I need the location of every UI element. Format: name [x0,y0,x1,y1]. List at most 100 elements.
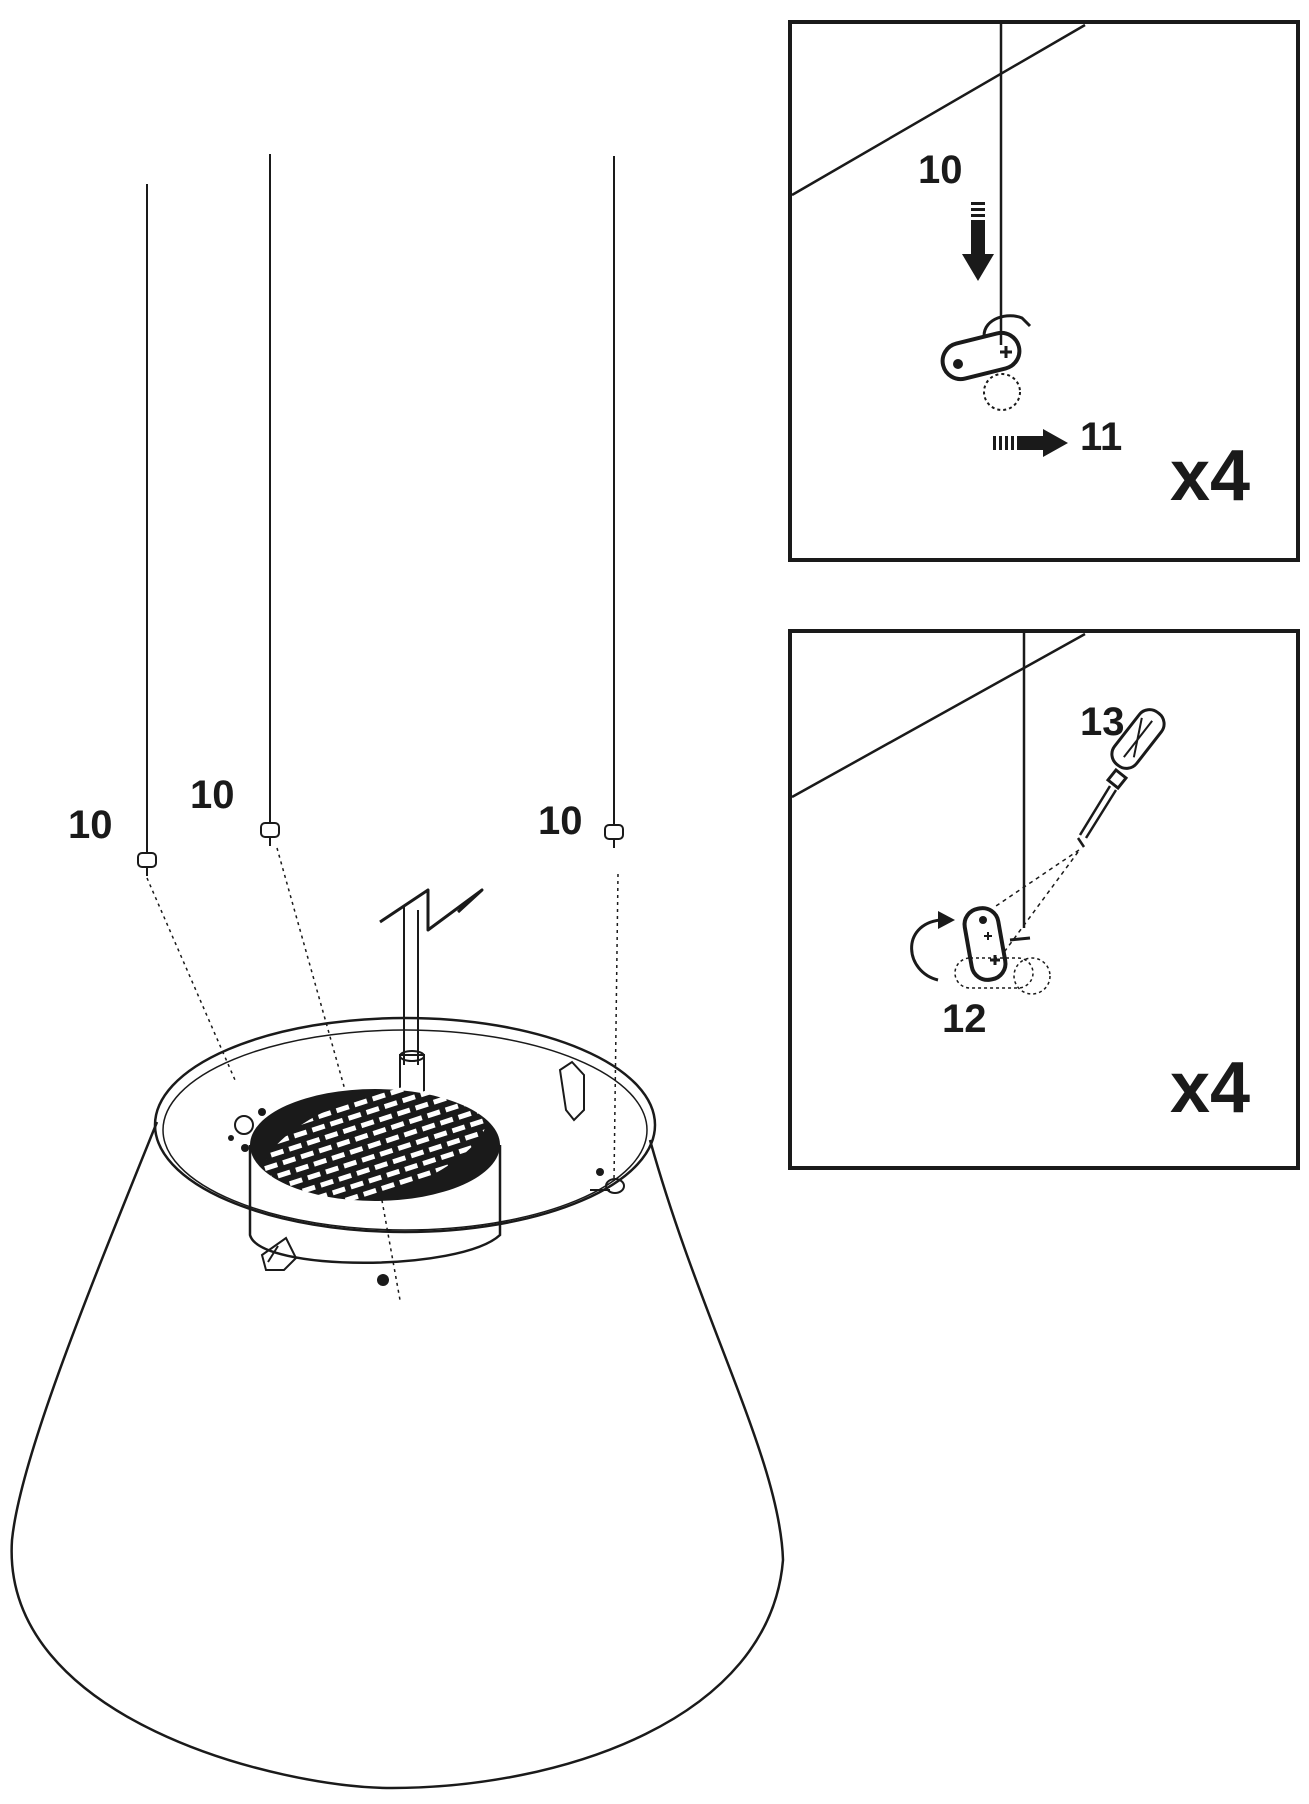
filter-slot [456,1076,471,1086]
filter-slot [317,1110,332,1119]
filter-slot [431,1061,446,1071]
screwdriver-icon [995,708,1166,956]
filter-slot [295,1198,310,1208]
filter-slot [432,1095,447,1105]
filter-slot [329,1117,344,1127]
filter-slot [383,1100,398,1110]
filter-slot [422,1157,437,1166]
filter-slot [514,1162,528,1171]
filter-slot [401,1094,416,1104]
bracket-part [940,314,1032,411]
filter-slot [444,1069,459,1078]
filter-slot [368,1174,383,1184]
filter-slot [297,1232,311,1241]
filter-slot [458,1145,473,1155]
main-figure: 10 10 10 [10,154,785,1790]
filter-slot [474,1036,488,1045]
filter-slot [450,1090,465,1099]
filter-slot [258,1175,273,1185]
filter-slot [374,1161,389,1170]
filter-slot [487,1078,502,1088]
filter-slot [372,1127,387,1136]
filter-slot [513,1128,527,1137]
filter-slot [221,1153,235,1162]
filter-slot [320,1178,334,1188]
filter-slot [265,1196,280,1206]
filter-slot [457,1110,472,1120]
filter-slot [338,1207,353,1217]
filter-slot [517,1080,531,1089]
filter-slot [531,1122,545,1131]
filter-slot [343,1159,358,1169]
filter-slot [526,1135,540,1144]
filter-slot [421,1122,436,1132]
filter-slot [247,1168,260,1177]
filter-slot [356,1201,371,1211]
tool-label: 13 [1080,700,1125,744]
filter-slot [365,1106,380,1115]
filter-slot [356,1167,371,1176]
filter-slot [331,1152,346,1161]
filter-slot [230,1208,244,1217]
filter-slot [289,1177,303,1187]
suspension-cable-right [604,156,624,1181]
filter-slot [462,1097,477,1107]
filter-slot [464,1131,479,1141]
filter-slot [467,1050,481,1059]
filter-slot [367,1140,382,1150]
filter-slot [492,1065,503,1074]
filter-slot [247,1160,249,1170]
filter-slot [378,1113,393,1123]
filter-slot [385,1134,400,1144]
filter-slot [209,1145,223,1154]
filter-slot [480,1060,495,1067]
filter-slot [338,1172,352,1182]
filter-slot [336,1138,351,1148]
filter-slot [288,1142,303,1152]
filter-slot [392,1155,407,1165]
rotate-arrow-icon [910,911,955,982]
filter-slot [508,1141,522,1150]
filter-slot [360,1119,375,1129]
filter-slot [216,1166,230,1175]
filter-slot [395,1073,410,1083]
filter-slot [446,1137,461,1147]
filter-slot [381,1182,395,1191]
filter-slot [410,1149,425,1159]
filter-slot [449,1060,464,1065]
suspension-cable-left [137,184,236,1081]
filter-slot [320,1213,335,1223]
filter-slot [335,1104,350,1114]
filter-slot [383,1065,398,1075]
filter-slot [414,1101,429,1111]
filter-slot [387,1203,402,1212]
filter-slot [270,1148,285,1158]
filter-slot [328,1083,343,1093]
filter-slot [349,1146,364,1155]
cable-label-middle: 10 [190,773,235,817]
filter-slot [433,1130,448,1140]
filter-slot [214,1132,228,1141]
filter-slot [408,1080,422,1090]
filter-slot [365,1071,379,1081]
filter-slot [277,1169,291,1179]
filter-slot [538,1143,552,1152]
filter-slot [501,1154,503,1164]
direction-label: 11 [1080,415,1122,459]
rotation-label: 12 [942,997,987,1041]
filter-slot [313,1192,328,1202]
filter-slot [438,1082,452,1092]
filter-slot [426,1109,441,1119]
filter-slot [413,1067,428,1077]
filter-slot [506,1107,520,1116]
filter-slot [254,1223,269,1230]
filter-slot [221,1119,235,1128]
filter-slot [469,1118,484,1128]
filter-slot [223,1187,237,1196]
filter-slot [377,1079,391,1089]
filter-slot [202,1124,216,1133]
filter-slot [408,1115,423,1125]
filter-slot [512,1093,526,1102]
filter-slot [351,1214,366,1224]
filter-slot [252,1189,267,1198]
